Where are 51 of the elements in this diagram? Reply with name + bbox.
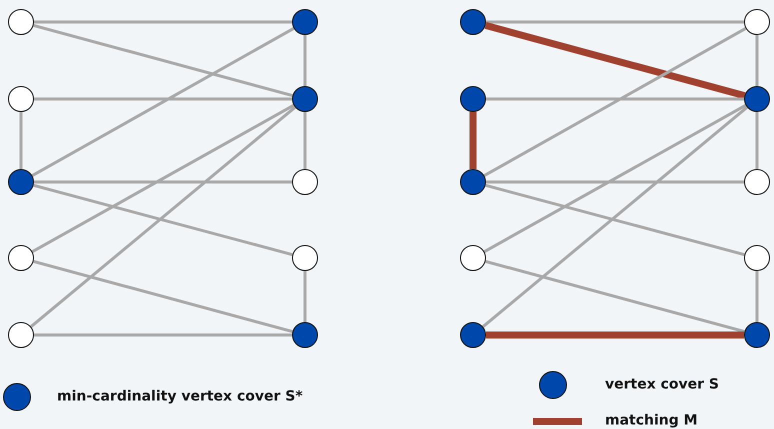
graph-edge — [32, 27, 294, 177]
cover-vertex-circle — [292, 322, 318, 348]
cover-vertex-circle — [292, 9, 318, 35]
graph-edge — [30, 106, 296, 328]
graph-edge — [304, 112, 306, 169]
graph-edge — [34, 334, 292, 336]
graph-edge — [756, 35, 758, 86]
graph-edge — [33, 24, 293, 98]
cover-vertex-circle — [744, 322, 770, 348]
graph-edge — [486, 98, 744, 100]
graph-edge — [484, 27, 746, 177]
legend-label: min-cardinality vertex cover S* — [57, 388, 303, 406]
graph-edge — [485, 260, 745, 334]
vertex-circle — [8, 86, 34, 112]
graph-edge — [33, 184, 293, 256]
legend-label: matching M — [605, 412, 698, 429]
vertex-circle — [292, 169, 318, 195]
cover-vertex-circle — [460, 86, 486, 112]
matching-edge — [470, 112, 476, 169]
graph-edge — [33, 260, 293, 334]
graph-edge — [304, 35, 306, 86]
vertex-circle — [744, 169, 770, 195]
vertex-circle — [8, 9, 34, 35]
matching-edge — [484, 22, 746, 99]
matching-edge — [486, 332, 744, 338]
graph-edge — [486, 180, 744, 184]
graph-edge — [484, 104, 746, 253]
graph-edge — [20, 112, 22, 169]
cover-vertex-circle — [460, 322, 486, 348]
cover-vertex-circle — [292, 86, 318, 112]
vertex-circle — [744, 245, 770, 271]
legend-label: vertex cover S — [605, 376, 720, 394]
vertex-circle — [8, 322, 34, 348]
graph-edge — [486, 20, 744, 24]
graph-edge — [756, 112, 758, 169]
vertex-circle — [744, 9, 770, 35]
graph-edge — [482, 106, 748, 328]
vertex-circle — [292, 245, 318, 271]
graph-edge — [32, 104, 294, 253]
graph-edge — [485, 184, 745, 256]
cover-vertex-circle — [460, 9, 486, 35]
graph-edge — [756, 271, 758, 322]
graph-edge — [34, 180, 292, 184]
graph-edge — [34, 20, 292, 24]
graph-edge — [304, 271, 306, 322]
vertex-circle — [8, 245, 34, 271]
graph-edge — [34, 98, 292, 100]
cover-vertex-circle — [744, 86, 770, 112]
vertex-circle — [460, 245, 486, 271]
cover-vertex-circle — [8, 169, 34, 195]
cover-vertex-circle — [460, 169, 486, 195]
